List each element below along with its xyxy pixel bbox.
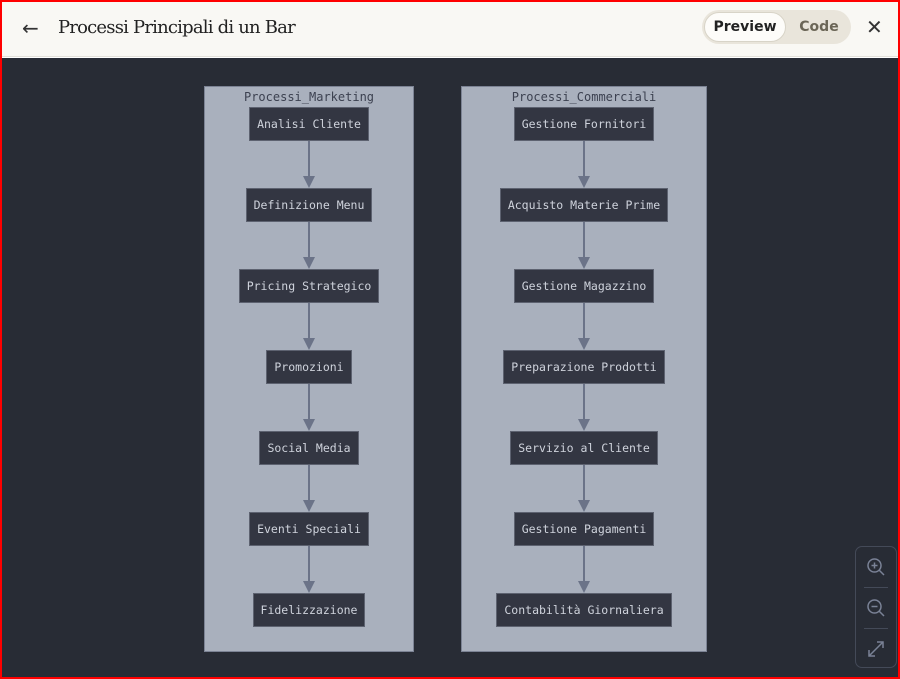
flow-arrow	[578, 141, 590, 188]
flow-arrow	[578, 303, 590, 350]
expand-icon	[868, 641, 884, 657]
flow-arrow	[303, 465, 315, 512]
process-node[interactable]: Gestione Magazzino	[513, 269, 655, 303]
process-node[interactable]: Social Media	[259, 431, 359, 465]
cluster-label: Processi_Marketing	[243, 90, 375, 104]
process-node[interactable]: Servizio al Cliente	[510, 431, 658, 465]
cluster-label: Processi_Commerciali	[511, 90, 657, 104]
flow-arrow	[578, 384, 590, 431]
process-node[interactable]: Gestione Pagamenti	[513, 512, 655, 546]
flow-arrow	[303, 222, 315, 269]
divider	[864, 628, 888, 629]
process-node[interactable]: Acquisto Materie Prime	[499, 188, 669, 222]
process-node[interactable]: Analisi Cliente	[249, 107, 369, 141]
flow-arrow	[303, 303, 315, 350]
flow-arrow	[578, 222, 590, 269]
process-node[interactable]: Eventi Speciali	[249, 512, 369, 546]
code-tab[interactable]: Code	[799, 19, 839, 35]
process-node[interactable]: Definizione Menu	[245, 188, 373, 222]
flow-arrow	[578, 465, 590, 512]
process-node[interactable]: Promozioni	[266, 350, 352, 384]
close-icon[interactable]: ✕	[866, 15, 883, 39]
zoom-out-button[interactable]	[856, 588, 896, 628]
process-node[interactable]: Fidelizzazione	[252, 593, 366, 627]
zoom-in-icon	[867, 558, 885, 576]
flow-arrow	[303, 384, 315, 431]
flow-arrow	[578, 546, 590, 593]
view-toggle: Preview Code	[702, 10, 851, 44]
process-node[interactable]: Gestione Fornitori	[513, 107, 655, 141]
fit-view-button[interactable]	[856, 629, 896, 669]
process-node[interactable]: Contabilità Giornaliera	[496, 593, 672, 627]
header: ← Processi Principali di un Bar Preview …	[2, 2, 898, 57]
zoom-in-button[interactable]	[856, 547, 896, 587]
divider	[864, 587, 888, 588]
page-title: Processi Principali di un Bar	[58, 17, 296, 38]
zoom-out-icon	[867, 599, 885, 617]
flow-arrow	[303, 546, 315, 593]
process-node[interactable]: Preparazione Prodotti	[503, 350, 665, 384]
back-arrow-icon[interactable]: ←	[22, 16, 39, 40]
zoom-controls	[855, 546, 897, 668]
flow-arrow	[303, 141, 315, 188]
preview-tab[interactable]: Preview	[704, 12, 786, 42]
process-node[interactable]: Pricing Strategico	[238, 269, 380, 303]
